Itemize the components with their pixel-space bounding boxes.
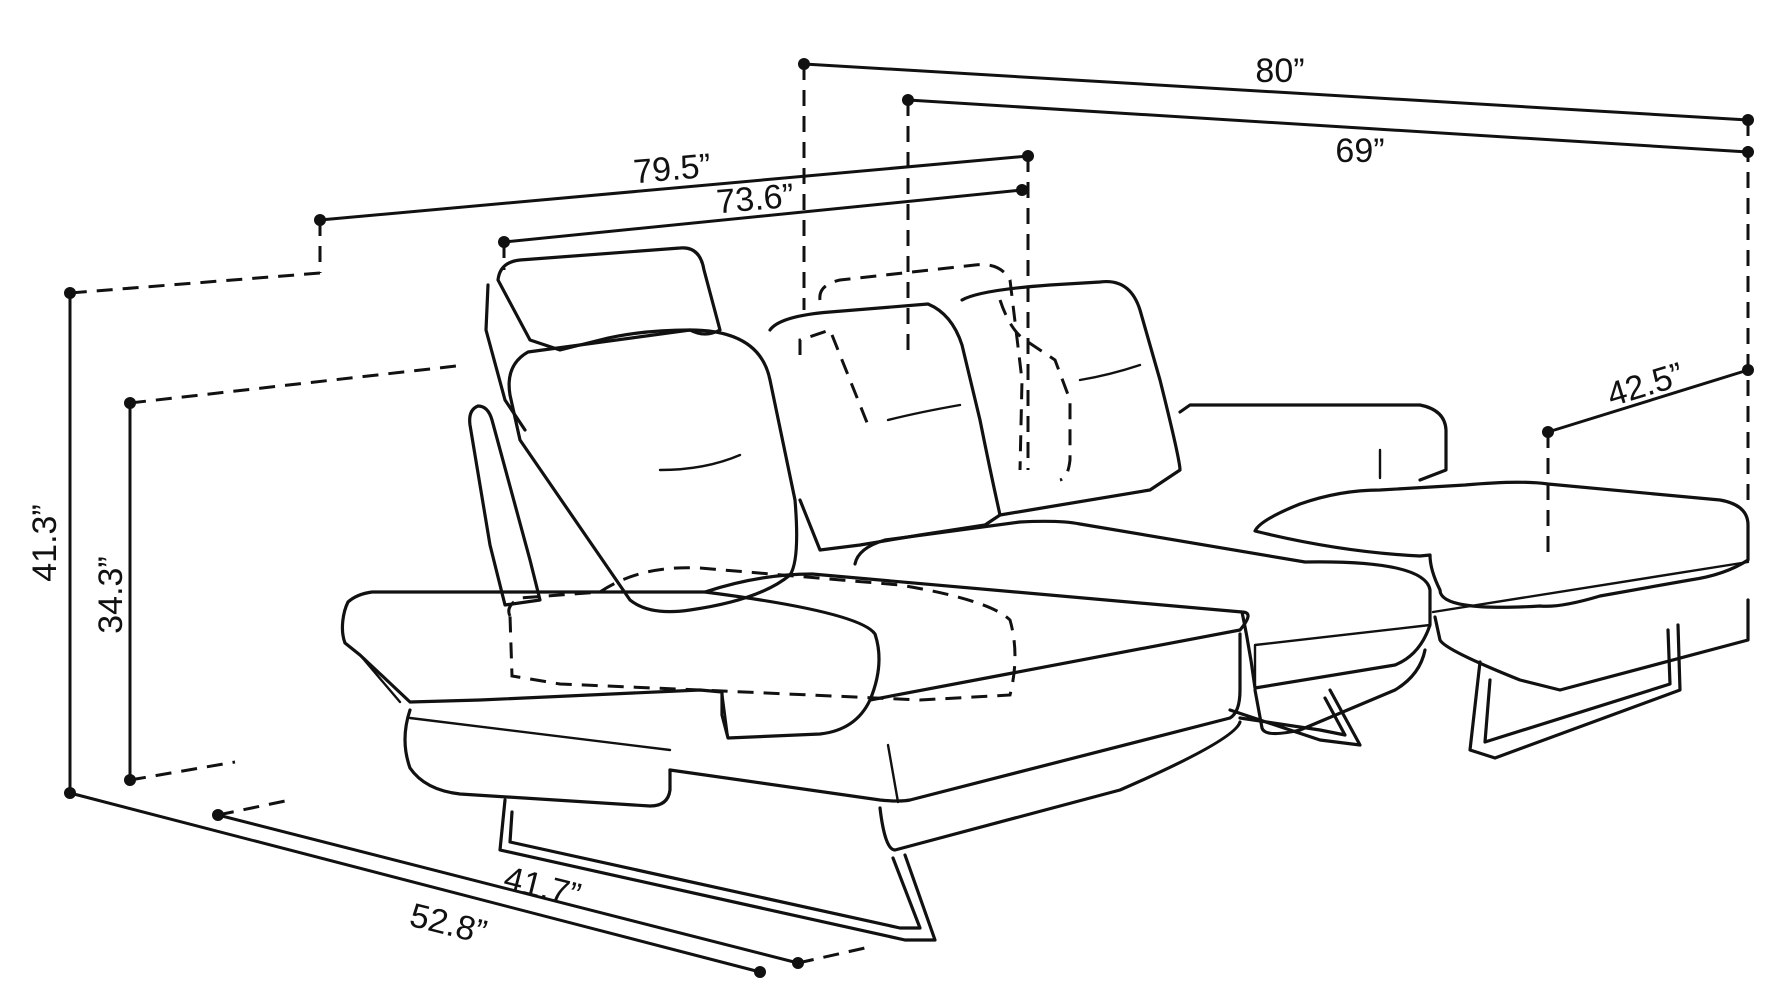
left-arm-panel xyxy=(340,590,881,740)
main-seat-platform xyxy=(703,572,1250,702)
hidden-back-outline xyxy=(798,263,1072,482)
back-cushion-1-tuft xyxy=(658,453,742,472)
dim-73-6-line xyxy=(503,188,1023,244)
label-73-6: 73.6” xyxy=(715,177,796,222)
dim-34-3-bottom-ext xyxy=(129,760,236,782)
left-arm-edge xyxy=(358,653,402,704)
label-79-5: 79.5” xyxy=(632,147,713,192)
seat-corner-edge xyxy=(886,743,900,804)
label-80: 80” xyxy=(1255,52,1304,90)
dim-79-5-line xyxy=(319,154,1029,222)
dim-52-8-line xyxy=(69,791,761,974)
middle-leg xyxy=(1228,688,1362,747)
dimension-labels: 80” 69” 42.5” 79.5” 73.6” 41.3” 34.3” 52… xyxy=(26,52,1688,952)
label-69: 69” xyxy=(1335,132,1384,170)
label-42-5: 42.5” xyxy=(1603,355,1688,414)
left-arm-fold xyxy=(720,690,730,740)
right-leg xyxy=(1468,623,1682,760)
main-base xyxy=(878,720,1242,852)
dimension-lines xyxy=(64,58,1754,978)
dim-41-7-line xyxy=(217,813,799,965)
back-cushion-3-tuft xyxy=(1078,363,1142,382)
dim-41-3-top-dot xyxy=(64,287,76,299)
chaise-seam xyxy=(1431,560,1750,614)
right-arm xyxy=(1178,403,1448,482)
left-leg xyxy=(498,798,937,942)
dim-80-line xyxy=(803,62,1749,122)
back-cushion-2 xyxy=(768,302,1002,552)
dim-69-line xyxy=(907,98,1749,154)
headrest-top xyxy=(496,246,722,352)
dim-41-7-ext-b xyxy=(797,946,866,965)
hidden-seat-outline xyxy=(507,566,1017,702)
headrest-back-frame xyxy=(484,283,527,432)
chaise-base xyxy=(1433,598,1750,692)
dim-69-end-dot xyxy=(1742,146,1754,158)
back-cushion-3 xyxy=(960,279,1182,517)
label-34-3: 34.3” xyxy=(92,556,130,634)
dim-73-6-end-dot xyxy=(1016,184,1028,196)
label-41-3: 41.3” xyxy=(26,504,64,582)
second-seat-seam xyxy=(1253,623,1432,690)
left-back-support xyxy=(468,404,542,607)
left-base xyxy=(403,708,672,808)
dim-42-5-end-dot xyxy=(1742,364,1754,376)
chaise-cushion xyxy=(1253,480,1750,609)
label-52-8: 52.8” xyxy=(406,896,490,952)
dim-34-3-top-ext xyxy=(129,363,466,405)
left-base-seam xyxy=(408,716,672,752)
second-seat-base xyxy=(1253,648,1427,736)
dim-79-5-ext-b xyxy=(69,271,321,295)
dim-42-5-line xyxy=(1547,368,1749,434)
dim-52-8-end-dot xyxy=(754,966,766,978)
main-seat-front xyxy=(668,632,1242,803)
sofa-drawing xyxy=(340,246,1750,942)
dim-41-7-ext-a xyxy=(217,798,291,817)
back-cushion-2-tuft xyxy=(886,403,962,422)
